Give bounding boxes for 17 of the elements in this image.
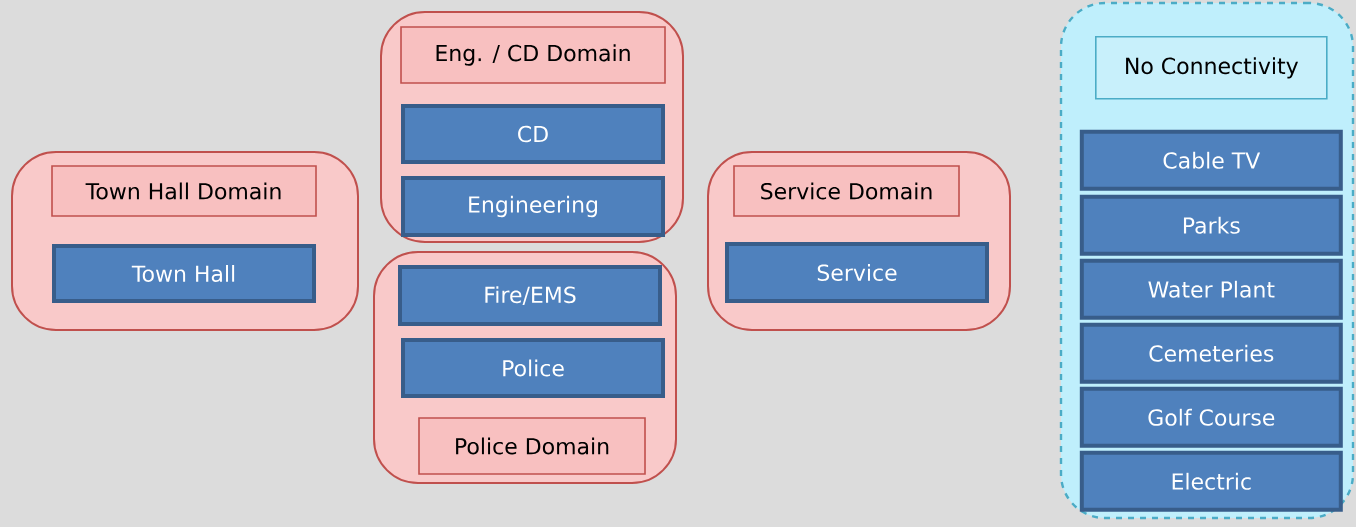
department-box: Town Hall	[52, 244, 316, 303]
department-box: Cable TV	[1079, 129, 1343, 191]
department-box: Golf Course	[1079, 386, 1343, 448]
department-box: Parks	[1079, 194, 1343, 256]
domain-label-box: No Connectivity	[1095, 36, 1328, 100]
department-box: Electric	[1079, 450, 1343, 512]
department-box: Cemeteries	[1079, 322, 1343, 384]
domain-label-box: Eng. / CD Domain	[400, 26, 666, 84]
department-box: Police	[401, 338, 665, 398]
domain-label-box: Police Domain	[418, 417, 646, 475]
domain-label-box: Service Domain	[733, 165, 960, 217]
department-box: CD	[401, 104, 665, 164]
department-box: Fire/EMS	[398, 265, 662, 326]
department-box: Service	[725, 242, 989, 303]
domain-label-box: Town Hall Domain	[51, 165, 317, 217]
department-box: Water Plant	[1079, 258, 1343, 320]
department-box: Engineering	[401, 176, 665, 237]
